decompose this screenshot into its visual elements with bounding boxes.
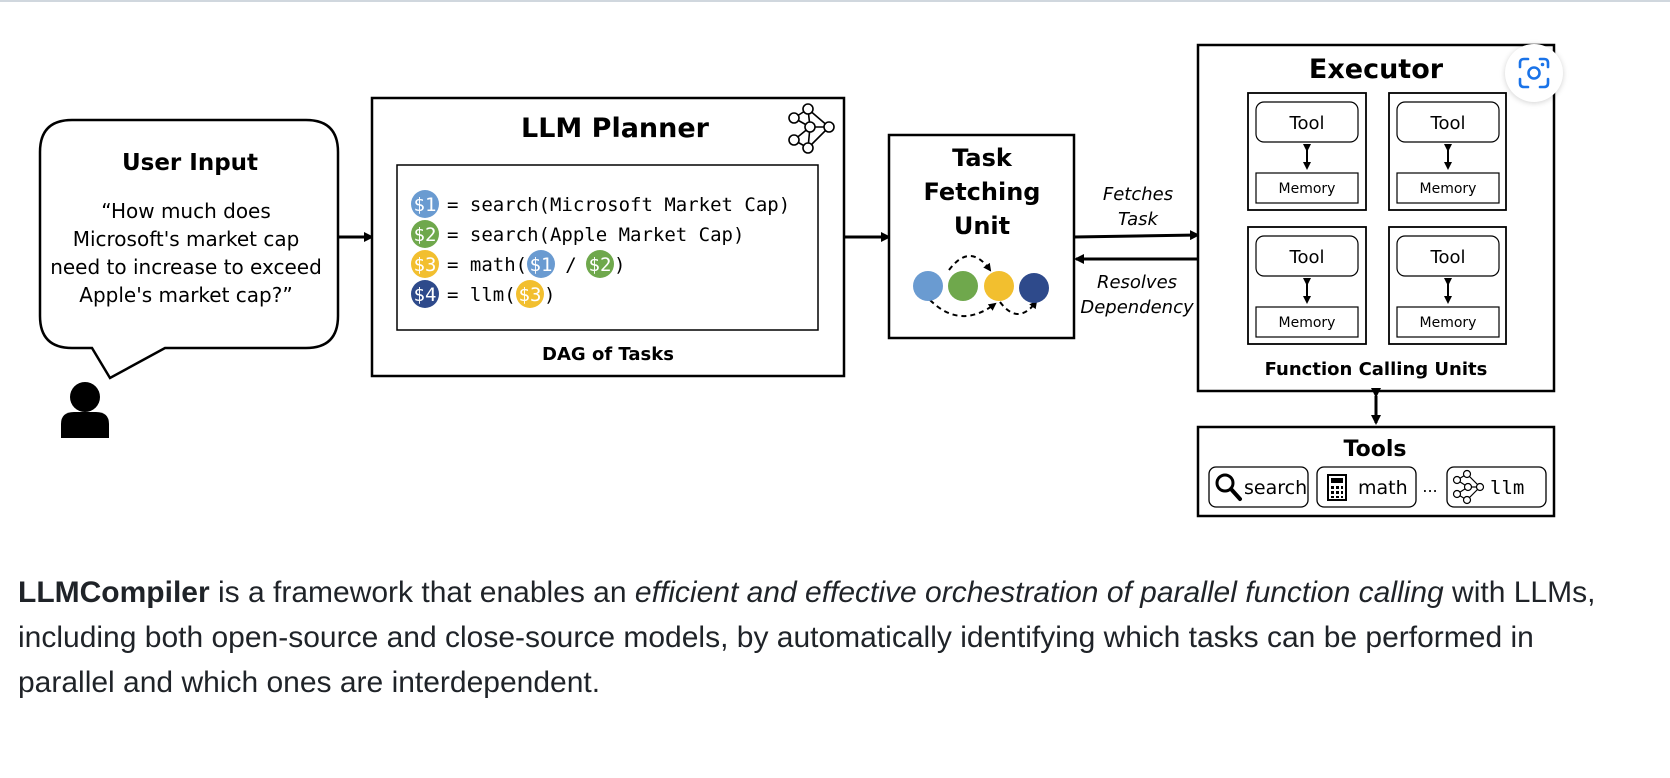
visual-search-button[interactable] — [1505, 44, 1563, 102]
user-query-line: Apple's market cap?” — [79, 283, 292, 307]
tool-chip-math: math — [1316, 466, 1417, 508]
function-calling-unit: Tool Memory — [1388, 92, 1507, 211]
description-paragraph: LLMCompiler is a framework that enables … — [18, 570, 1638, 705]
caption-product-name: LLMCompiler — [18, 576, 210, 609]
dag-line-3-prefix: = math( — [447, 254, 527, 276]
planner-title: LLM Planner — [521, 113, 710, 144]
memory-label: Memory — [1279, 181, 1336, 197]
function-calling-unit: Tool Memory — [1247, 226, 1367, 345]
tool-label: Tool — [1430, 247, 1466, 268]
fetches-label: Task — [1118, 209, 1160, 230]
fetches-label: Fetches — [1103, 184, 1173, 205]
llmcompiler-diagram: User Input “How much does Microsoft's ma… — [38, 43, 1556, 518]
task-node — [984, 271, 1014, 301]
badge-label: $1 — [414, 194, 437, 216]
badge-label: $2 — [414, 224, 437, 246]
function-calling-unit: Tool Memory — [1388, 226, 1507, 345]
user-query-line: “How much does — [101, 199, 271, 223]
executor-title: Executor — [1309, 54, 1444, 85]
caption-text: is a framework that enables an — [209, 576, 635, 609]
dag-line-2: = search(Apple Market Cap) — [447, 224, 744, 246]
task-node — [1019, 273, 1049, 303]
tools-ellipsis: ... — [1422, 477, 1437, 496]
dag-box — [396, 164, 819, 331]
dependency-badge — [586, 250, 614, 278]
dag-line-3-separator: / — [565, 254, 576, 276]
dag-line-4-prefix: = llm( — [447, 284, 516, 306]
function-calling-units-label: Function Calling Units — [1265, 359, 1488, 380]
dag-line-1: = search(Microsoft Market Cap) — [447, 194, 790, 216]
resolves-label: Resolves — [1097, 272, 1177, 293]
fetcher-title-line: Fetching — [924, 178, 1041, 206]
tool-chip-label: llm — [1490, 477, 1524, 499]
top-divider — [0, 0, 1670, 2]
dependency-badge — [411, 220, 439, 248]
memory-label: Memory — [1420, 315, 1477, 331]
dependency-badge — [527, 250, 555, 278]
magnifier-icon — [1215, 473, 1242, 501]
badge-label: $2 — [589, 254, 612, 276]
caption-text: with LLMs, including both open-source an… — [18, 576, 1596, 699]
neural-network-icon — [1452, 469, 1485, 505]
visual-search-icon — [1518, 57, 1550, 89]
arrow-fetches-task — [1073, 230, 1200, 241]
user-icon — [61, 382, 109, 438]
dependency-badge — [516, 280, 544, 308]
task-fetching-unit: Task Fetching Unit — [887, 133, 1076, 340]
user-input-title: User Input — [122, 150, 258, 176]
resolves-label: Dependency — [1080, 297, 1194, 318]
fetcher-title-line: Unit — [954, 212, 1010, 240]
user-query-line: Microsoft's market cap — [73, 227, 300, 251]
neural-network-icon — [788, 103, 835, 154]
dag-label: DAG of Tasks — [542, 344, 674, 365]
tools-title: Tools — [1344, 437, 1407, 462]
badge-label: $3 — [414, 254, 437, 276]
tool-chip-label: search — [1244, 477, 1307, 499]
executor-box: Executor Tool Memory Tool Memory Tool M — [1196, 43, 1556, 393]
llm-planner-box: LLM Planner $1 = search(Microsoft Market… — [370, 96, 846, 378]
dag-line-3-suffix: ) — [614, 254, 625, 276]
memory-label: Memory — [1420, 181, 1477, 197]
tools-box: Tools search math ... — [1196, 425, 1556, 518]
task-node — [948, 271, 978, 301]
function-calling-unit: Tool Memory — [1247, 92, 1367, 211]
badge-label: $3 — [519, 284, 542, 306]
memory-label: Memory — [1279, 315, 1336, 331]
dependency-badge — [411, 280, 439, 308]
fetcher-title-line: Task — [952, 144, 1013, 172]
tool-chip-llm: llm — [1446, 466, 1547, 508]
task-node — [913, 271, 943, 301]
user-input-bubble: User Input “How much does Microsoft's ma… — [38, 118, 340, 380]
dag-line-4-suffix: ) — [544, 284, 555, 306]
dependency-badge — [411, 250, 439, 278]
badge-label: $1 — [530, 254, 553, 276]
tool-label: Tool — [1289, 247, 1325, 268]
tool-label: Tool — [1430, 113, 1466, 134]
dependency-badge — [411, 190, 439, 218]
user-query-line: need to increase to exceed — [50, 255, 322, 279]
tool-label: Tool — [1289, 113, 1325, 134]
calculator-icon — [1327, 474, 1347, 501]
tool-chip-label: math — [1358, 477, 1408, 499]
caption-emphasis: efficient and effective orchestration of… — [634, 576, 1444, 609]
badge-label: $4 — [414, 284, 437, 306]
tool-chip-search: search — [1208, 466, 1309, 508]
